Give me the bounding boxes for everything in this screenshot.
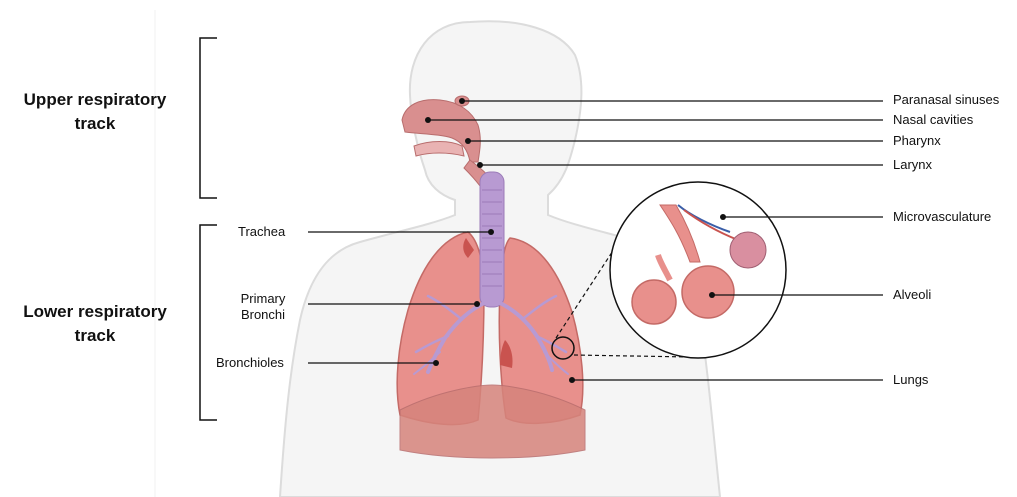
label-bronchi-line1: Primary: [228, 291, 298, 307]
label-bronchi-line2: Bronchi: [228, 307, 298, 323]
label-pharynx: Pharynx: [893, 133, 941, 149]
upper-label-line2: track: [0, 112, 190, 136]
trachea-shape: [480, 172, 504, 307]
upper-label-line1: Upper respiratory: [0, 88, 190, 112]
label-primary-bronchi: Primary Bronchi: [228, 291, 298, 323]
label-lungs: Lungs: [893, 372, 928, 388]
label-microvasculature: Microvasculature: [893, 209, 991, 225]
lower-respiratory-label: Lower respiratory track: [0, 300, 190, 348]
upper-respiratory-label: Upper respiratory track: [0, 88, 190, 136]
label-trachea: Trachea: [238, 224, 285, 240]
label-paranasal-sinuses: Paranasal sinuses: [893, 92, 999, 108]
lower-label-line2: track: [0, 324, 190, 348]
label-bronchioles: Bronchioles: [216, 355, 284, 371]
label-alveoli: Alveoli: [893, 287, 931, 303]
alveoli-zoom: [610, 182, 786, 358]
lower-label-line1: Lower respiratory: [0, 300, 190, 324]
bracket-upper: [200, 38, 217, 198]
label-larynx: Larynx: [893, 157, 932, 173]
label-nasal-cavities: Nasal cavities: [893, 112, 973, 128]
bracket-lower: [200, 225, 217, 420]
